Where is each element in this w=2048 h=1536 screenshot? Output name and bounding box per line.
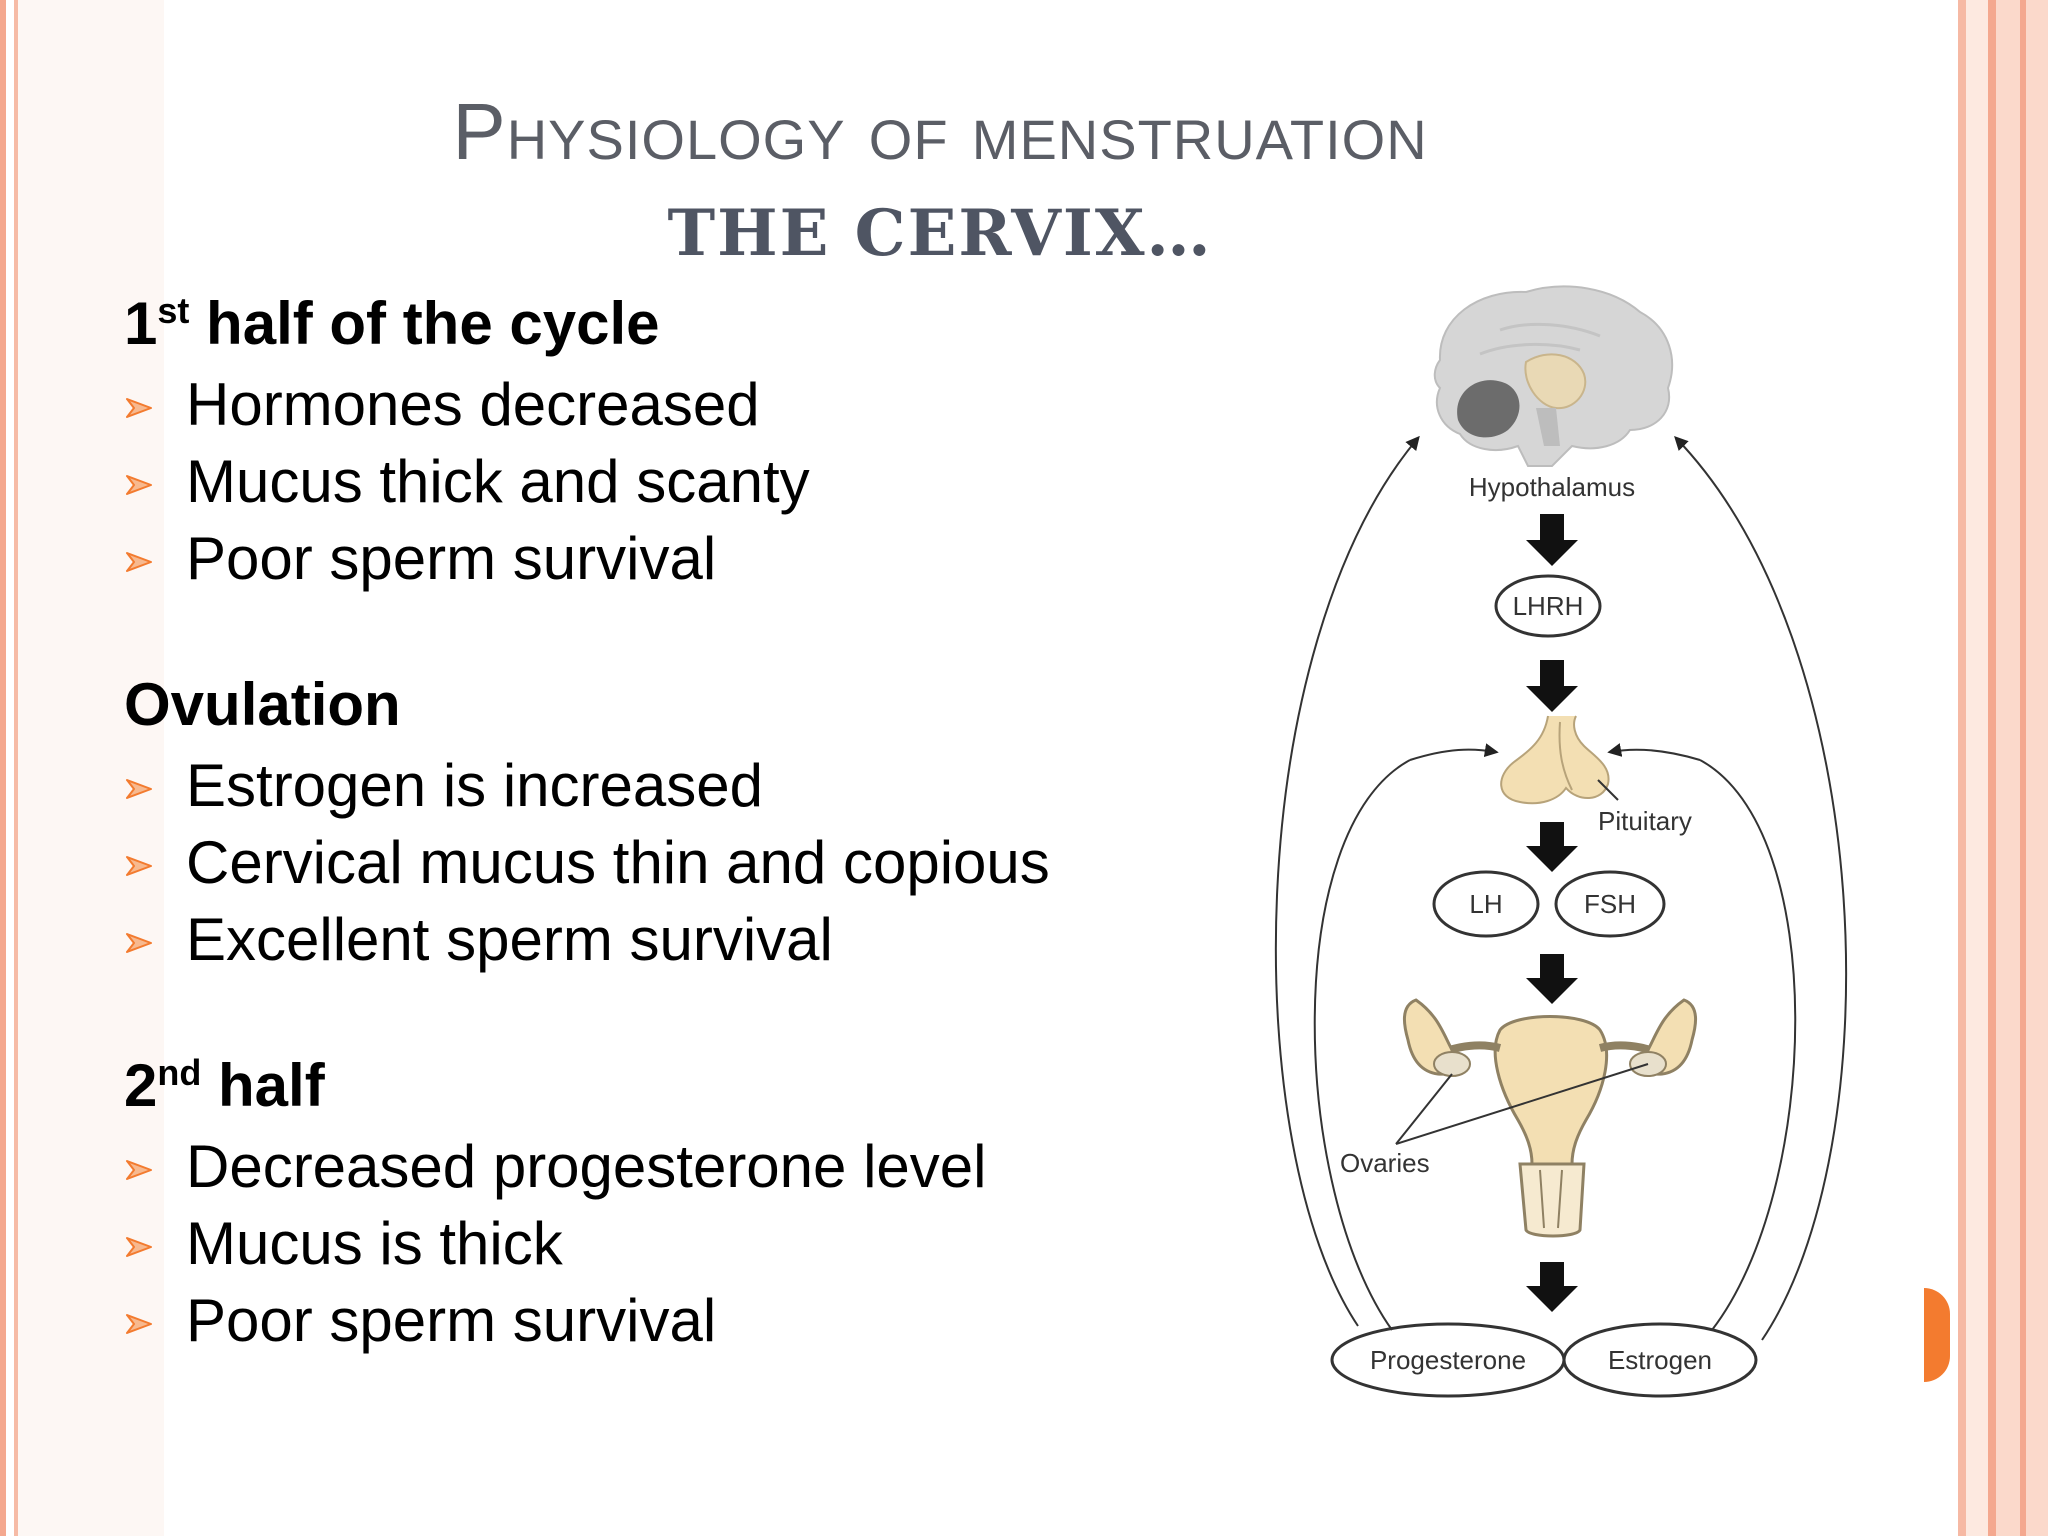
label-fsh: FSH — [1584, 889, 1636, 919]
list-item: Estrogen is increased — [124, 747, 1204, 824]
right-edge-band — [1966, 0, 1988, 1536]
slide-subtitle: THE CERVIX… — [667, 196, 1213, 271]
right-edge-stripe-3 — [2020, 0, 2026, 1536]
bullet-list-first-half: Hormones decreased Mucus thick and scant… — [124, 366, 1204, 597]
hormone-feedback-diagram: Hypothalamus LHRH Pituitary LH FSH Ovari… — [1274, 285, 1848, 1398]
feedback-arc — [1313, 759, 1411, 1331]
list-item: Cervical mucus thin and copious — [124, 824, 1204, 901]
ellipse-lhrh — [1494, 574, 1602, 638]
feedback-arrow-icon — [1409, 743, 1499, 761]
down-arrow-icon — [1526, 954, 1578, 1004]
list-item: Excellent sperm survival — [124, 901, 1204, 978]
list-item: Mucus is thick — [124, 1205, 1204, 1282]
brain-illustration — [1433, 285, 1674, 467]
section-heading-ovulation: Ovulation — [124, 671, 401, 738]
label-estrogen: Estrogen — [1608, 1345, 1712, 1375]
section-heading-first-half: 1st half of the cycle — [124, 290, 660, 357]
list-item: Hormones decreased — [124, 366, 1204, 443]
slide-content: 1st half of the cycle Hormones decreased… — [124, 288, 1204, 1359]
left-edge-stripe — [0, 0, 6, 1536]
feedback-arrow-icon — [1674, 435, 1848, 1341]
pointer-line — [1597, 779, 1619, 801]
right-edge-stripe — [1958, 0, 1966, 1536]
label-ovaries: Ovaries — [1340, 1148, 1430, 1178]
slide-accent-tab — [1924, 1288, 1950, 1382]
label-pituitary: Pituitary — [1598, 806, 1692, 836]
down-arrow-icon — [1526, 822, 1578, 872]
down-arrow-icon — [1526, 514, 1578, 566]
label-lh: LH — [1469, 889, 1502, 919]
list-item: Poor sperm survival — [124, 520, 1204, 597]
arrow-bullet-icon — [126, 933, 152, 953]
bullet-list-second-half: Decreased progesterone level Mucus is th… — [124, 1128, 1204, 1359]
arrow-bullet-icon — [126, 779, 152, 799]
list-item: Mucus thick and scanty — [124, 443, 1204, 520]
down-arrow-icon — [1526, 1262, 1578, 1312]
list-item: Decreased progesterone level — [124, 1128, 1204, 1205]
bullet-list-ovulation: Estrogen is increased Cervical mucus thi… — [124, 747, 1204, 978]
feedback-arc — [1699, 759, 1797, 1331]
ellipse-fsh — [1554, 870, 1666, 938]
ellipse-lh — [1432, 870, 1540, 938]
list-item: Poor sperm survival — [124, 1282, 1204, 1359]
uterus-ovaries-illustration — [1403, 998, 1697, 1238]
arrow-bullet-icon — [126, 1237, 152, 1257]
down-arrow-icon — [1526, 660, 1578, 712]
label-lhrh: LHRH — [1513, 591, 1584, 621]
slide-title: Physiology of menstruation — [452, 87, 1428, 176]
left-edge-stripe-inner — [14, 0, 18, 1536]
feedback-arrow-icon — [1274, 435, 1420, 1327]
arrow-bullet-icon — [126, 398, 152, 418]
ellipse-estrogen — [1562, 1322, 1758, 1398]
pointer-line — [1395, 1073, 1453, 1145]
label-progesterone: Progesterone — [1370, 1345, 1526, 1375]
section-heading-second-half: 2nd half — [124, 1052, 325, 1119]
arrow-bullet-icon — [126, 475, 152, 495]
left-margin-band — [18, 0, 164, 1536]
arrow-bullet-icon — [126, 856, 152, 876]
feedback-arrow-icon — [1607, 743, 1701, 761]
pituitary-illustration — [1500, 715, 1610, 805]
right-edge-stripe-2 — [1988, 0, 1996, 1536]
arrow-bullet-icon — [126, 552, 152, 572]
arrow-bullet-icon — [126, 1160, 152, 1180]
arrow-bullet-icon — [126, 1314, 152, 1334]
pointer-line — [1395, 1063, 1649, 1145]
label-hypothalamus: Hypothalamus — [1469, 472, 1635, 502]
